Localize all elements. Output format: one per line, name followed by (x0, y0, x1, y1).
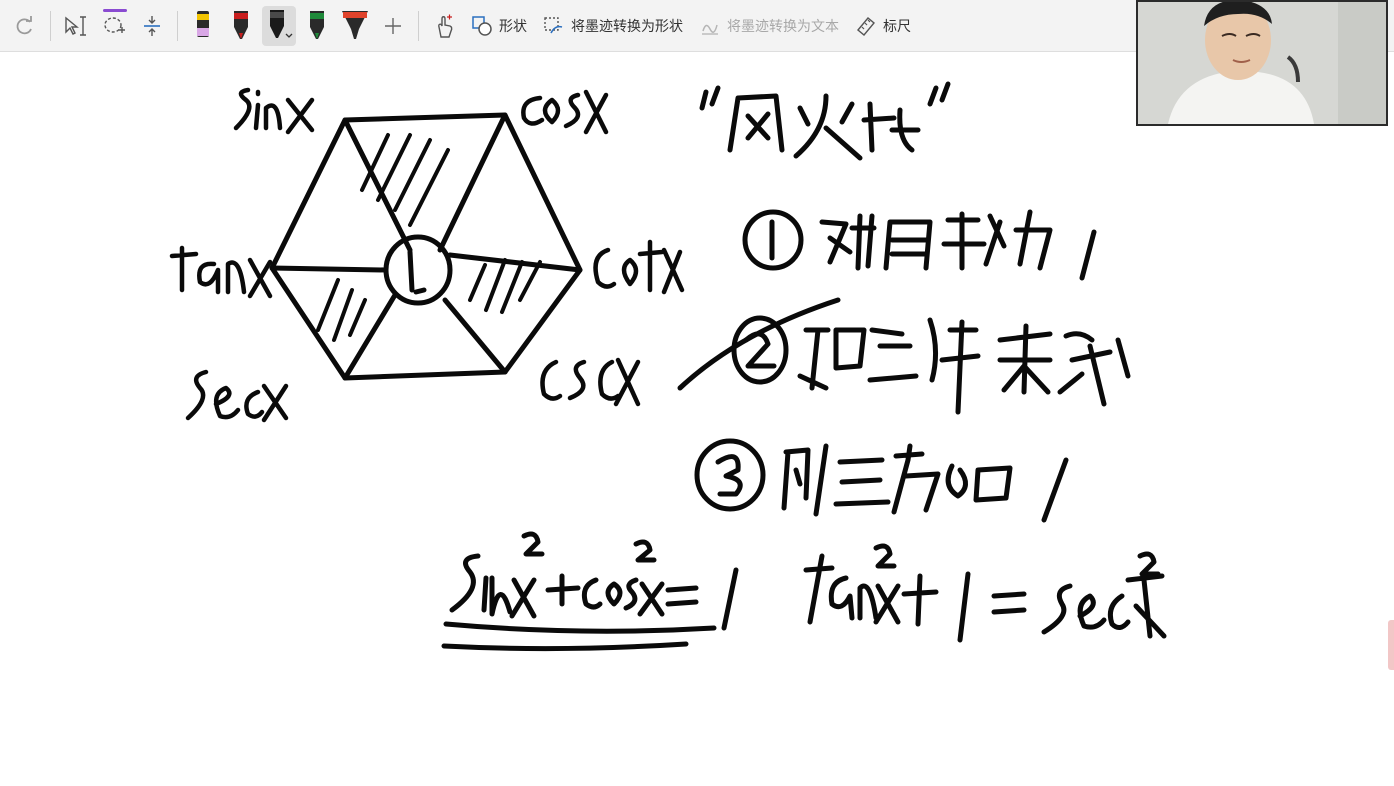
toolbar-separator (177, 10, 178, 41)
shapes-button[interactable]: 形状 (463, 8, 535, 44)
lasso-icon (104, 16, 125, 33)
pen-green-button[interactable] (300, 6, 334, 46)
rule-1 (742, 209, 1097, 281)
presenter-video (1136, 0, 1388, 126)
pen-red-icon (234, 10, 248, 39)
redo-icon (16, 15, 32, 34)
text-select-icon (65, 15, 86, 36)
toolbar-separator (50, 10, 51, 41)
presenter-avatar-icon (1138, 2, 1386, 124)
add-space-icon (144, 15, 160, 36)
wheel-title (699, 81, 951, 161)
vertex-labels (169, 87, 685, 423)
redo-button[interactable] (8, 6, 42, 46)
text-select-button[interactable] (59, 6, 93, 46)
add-space-button[interactable] (135, 6, 169, 46)
ruler-icon (857, 16, 875, 36)
rule-3 (694, 438, 1069, 523)
ink-to-text-label: 将墨迹转换为文本 (727, 17, 839, 34)
touch-draw-icon (438, 14, 453, 38)
ink-to-text-button[interactable]: 将墨迹转换为文本 (691, 8, 847, 44)
touch-draw-button[interactable] (427, 6, 461, 46)
plus-icon (385, 17, 401, 34)
shaded-triangles (316, 133, 542, 342)
shapes-icon (472, 15, 492, 36)
ruler-button[interactable]: 标尺 (847, 8, 919, 44)
pen-green-icon (310, 10, 324, 39)
ink-to-shape-button[interactable]: 将墨迹转换为形状 (535, 8, 691, 44)
highlighter-icon (197, 10, 209, 37)
pen-orange-button[interactable] (338, 6, 372, 46)
lasso-select-button[interactable] (97, 6, 131, 46)
shapes-label: 形状 (499, 17, 527, 34)
pen-black-icon (270, 9, 293, 38)
pen-red-button[interactable] (224, 6, 258, 46)
ink-to-text-icon (702, 24, 718, 35)
active-indicator (103, 8, 127, 12)
identity-tan-sec (803, 543, 1167, 643)
pen-orange-icon (342, 10, 368, 39)
toolbar-separator (418, 10, 419, 41)
ink-canvas[interactable] (0, 53, 1394, 786)
add-pen-button[interactable] (376, 6, 410, 46)
trig-hexagon-drawing (269, 112, 583, 381)
ink-to-shape-icon (544, 16, 563, 33)
scroll-edge-indicator (1388, 620, 1394, 670)
rule-2 (677, 297, 1131, 415)
highlighter-button[interactable] (186, 6, 220, 46)
pen-black-button[interactable] (262, 5, 296, 46)
ink-to-shape-label: 将墨迹转换为形状 (571, 17, 683, 34)
identity-sin-cos (441, 531, 739, 652)
ruler-label: 标尺 (883, 17, 911, 34)
